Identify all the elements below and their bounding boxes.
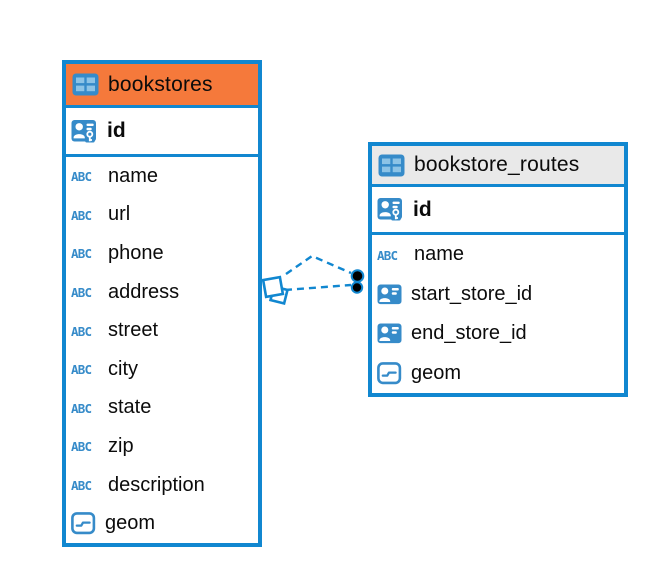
person-ref-icon [377,323,402,344]
column-row-description[interactable]: ABC description [66,466,258,505]
abc-icon: ABC [71,283,99,301]
column-row-zip[interactable]: ABC zip [66,427,258,466]
svg-text:ABC: ABC [377,248,397,263]
person-key-icon [71,119,98,144]
relationship-line-2[interactable] [284,283,352,292]
svg-text:ABC: ABC [71,246,91,261]
svg-text:ABC: ABC [71,362,91,377]
column-row-end_store_id[interactable]: end_store_id [372,314,624,354]
abc-icon: ABC [377,246,405,264]
abc-icon: ABC [71,244,99,262]
relationship-line-1[interactable] [285,254,352,275]
column-row-geom[interactable]: geom [66,504,258,543]
column-label: start_store_id [411,282,533,305]
column-row-phone[interactable]: ABC phone [66,234,258,273]
column-row-street[interactable]: ABC street [66,311,258,350]
geometry-icon [377,361,402,385]
abc-icon: ABC [71,476,99,494]
column-row-city[interactable]: ABC city [66,350,258,389]
geometry-icon [71,512,96,535]
svg-text:ABC: ABC [71,478,91,493]
person-key-icon [377,197,404,222]
table-title: bookstore_routes [414,153,580,176]
relationship-dot-marker-1[interactable] [350,281,364,294]
column-label: name [108,164,159,187]
column-label: geom [105,512,156,535]
abc-icon: ABC [71,399,99,417]
column-label: city [108,357,138,380]
column-label: geom [411,361,462,384]
column-label: description [108,473,205,496]
column-label: zip [108,434,134,457]
primary-key-section: id [372,187,624,235]
svg-text:ABC: ABC [71,439,91,454]
table-title: bookstores [108,72,213,96]
column-label: address [108,280,180,303]
relationship-diamond-marker-2[interactable] [261,275,285,299]
abc-icon: ABC [71,206,99,224]
column-label: url [108,203,131,226]
column-label: end_store_id [411,322,527,345]
relationship-dot-marker-2[interactable] [350,269,365,283]
table-header-bookstore_routes[interactable]: bookstore_routes [372,146,624,187]
table-header-bookstores[interactable]: bookstores [66,64,258,108]
column-label: id [413,197,432,221]
column-label: state [108,396,152,419]
column-row-name[interactable]: ABC name [66,157,258,196]
svg-text:ABC: ABC [71,401,91,416]
abc-icon: ABC [71,360,99,378]
abc-icon: ABC [71,322,99,340]
column-row-id[interactable]: id [66,108,258,154]
column-row-start_store_id[interactable]: start_store_id [372,275,624,315]
column-label: name [414,243,465,266]
svg-text:ABC: ABC [71,285,91,300]
column-row-name[interactable]: ABC name [372,235,624,275]
column-row-url[interactable]: ABC url [66,196,258,235]
svg-text:ABC: ABC [71,324,91,339]
column-row-state[interactable]: ABC state [66,389,258,428]
abc-icon: ABC [71,437,99,455]
svg-text:ABC: ABC [71,169,91,184]
column-row-id[interactable]: id [372,187,624,232]
column-label: street [108,319,159,342]
column-label: id [107,119,126,142]
column-label: phone [108,241,164,264]
column-row-geom[interactable]: geom [372,354,624,394]
person-ref-icon [377,284,402,305]
abc-icon: ABC [71,167,99,185]
svg-text:ABC: ABC [71,208,91,223]
table-icon [378,154,405,177]
column-row-address[interactable]: ABC address [66,273,258,312]
table-icon [72,73,99,96]
primary-key-section: id [66,108,258,157]
